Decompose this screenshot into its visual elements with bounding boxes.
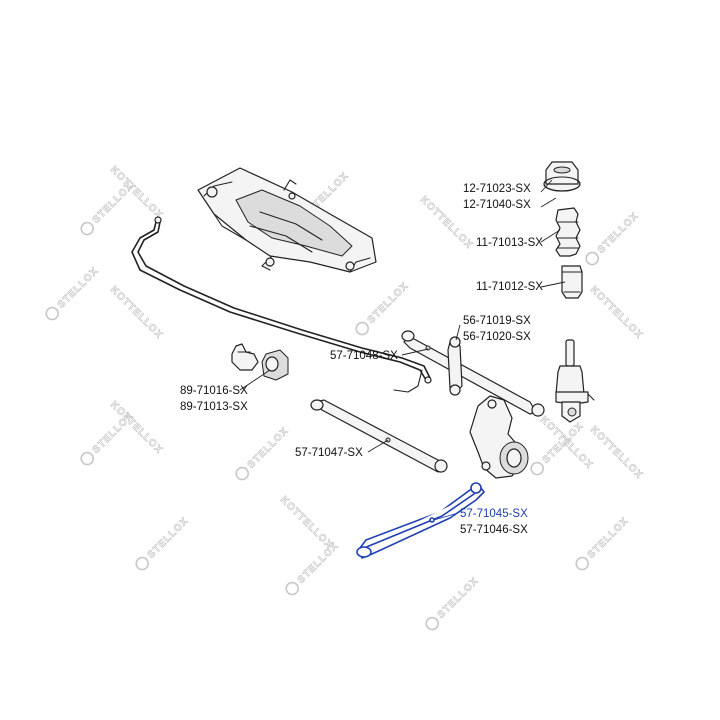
svg-text:STELLOX: STELLOX [296, 540, 341, 585]
stabilizer-bushing [231, 343, 289, 381]
svg-text:STELLOX: STELLOX [246, 425, 291, 470]
svg-text:KOTTELLOX: KOTTELLOX [278, 494, 335, 551]
label-89-71013-sx[interactable]: 89-71013-SX [180, 401, 248, 413]
label-12-71023-sx[interactable]: 12-71023-SX [463, 183, 531, 195]
watermark-stellox: STELLOX [355, 280, 411, 336]
svg-text:STELLOX: STELLOX [596, 210, 641, 255]
svg-text:STELLOX: STELLOX [436, 575, 481, 620]
stabilizer-link [447, 336, 463, 396]
label-11-71012-sx[interactable]: 11-71012-SX [476, 281, 543, 293]
watermark-kottellox: KOTTELLOX [588, 424, 646, 482]
svg-text:KOTTELLOX: KOTTELLOX [588, 424, 645, 481]
label-57-71045-sx[interactable]: 57-71045-SX [460, 508, 528, 520]
watermark-stellox: STELLOX [585, 210, 641, 266]
watermark-stellox: STELLOX [45, 265, 101, 321]
svg-text:STELLOX: STELLOX [146, 515, 191, 560]
watermark-stellox: STELLOX [285, 540, 341, 596]
watermark-stellox: STELLOX [575, 515, 631, 571]
lower-lateral-link [310, 399, 448, 473]
watermark-stellox: STELLOX [135, 515, 191, 571]
rear-subframe [197, 167, 377, 273]
watermark-stellox: STELLOX [235, 425, 291, 481]
trailing-arm-highlighted [356, 482, 485, 559]
watermark-kottellox: KOTTELLOX [278, 494, 336, 552]
label-56-71020-sx[interactable]: 56-71020-SX [463, 331, 531, 343]
label-12-71040-sx[interactable]: 12-71040-SX [463, 199, 531, 211]
svg-text:STELLOX: STELLOX [586, 515, 631, 560]
label-89-71016-sx[interactable]: 89-71016-SX [180, 385, 248, 397]
watermark-kottellox: KOTTELLOX [588, 284, 646, 342]
label-56-71019-sx[interactable]: 56-71019-SX [463, 315, 531, 327]
strut-top-mount [543, 161, 581, 192]
stabilizer-bar [131, 216, 432, 393]
watermark-stellox: STELLOX [425, 575, 481, 631]
part-labels: 12-71023-SX 12-71040-SX 11-71013-SX 11-7… [180, 183, 543, 536]
svg-text:KOTTELLOX: KOTTELLOX [108, 284, 165, 341]
wheel-knuckle [469, 395, 529, 479]
label-57-71047-sx[interactable]: 57-71047-SX [295, 447, 363, 459]
label-57-71046-sx[interactable]: 57-71046-SX [460, 524, 528, 536]
watermark-kottellox: KOTTELLOX [108, 284, 166, 342]
label-11-71013-sx[interactable]: 11-71013-SX [476, 237, 543, 249]
label-57-71048-sx[interactable]: 57-71048-SX [330, 350, 398, 362]
shock-absorber [555, 339, 595, 423]
svg-text:STELLOX: STELLOX [56, 265, 101, 310]
bump-stop [561, 265, 583, 299]
dust-boot [555, 207, 581, 257]
upper-lateral-link [401, 330, 545, 417]
svg-text:STELLOX: STELLOX [366, 280, 411, 325]
svg-text:KOTTELLOX: KOTTELLOX [588, 284, 645, 341]
leader-lines [239, 179, 566, 521]
